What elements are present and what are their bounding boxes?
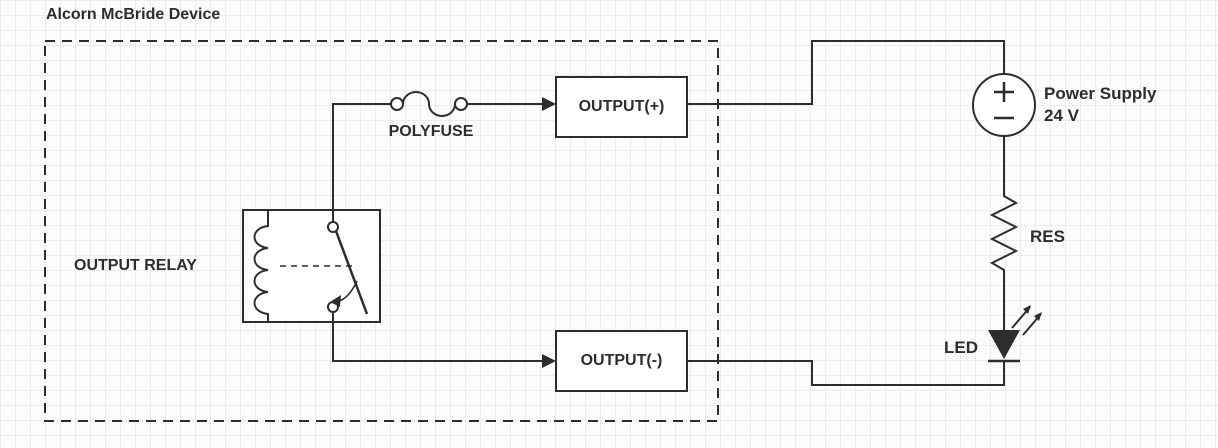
- wire-relay-to-polyfuse: [332, 103, 391, 222]
- relay-coil: [253, 210, 269, 322]
- output-relay-label: OUTPUT RELAY: [74, 257, 197, 274]
- relay-switch-swing-arrowhead: [330, 295, 341, 307]
- relay-switch-swing-arrow: [338, 280, 358, 302]
- wire-power-supply-resistor-led: [989, 136, 1019, 331]
- output-negative-box: [555, 330, 688, 392]
- resistor-label: RES: [1030, 227, 1065, 246]
- relay-box: [242, 209, 381, 323]
- relay-contact-top: [327, 221, 339, 233]
- power-supply-circle: [972, 73, 1036, 137]
- power-supply-plus-icon: [994, 82, 1014, 102]
- wire-output-positive-to-power-supply: [687, 40, 1005, 105]
- led-label: LED: [944, 338, 978, 357]
- polyfuse-wave: [402, 91, 456, 117]
- relay-switch-blade: [334, 230, 369, 315]
- device-title: Alcorn McBride Device: [46, 6, 221, 23]
- led-emission-arrowhead-1: [1023, 305, 1031, 314]
- output-negative-label: OUTPUT(-): [580, 352, 663, 369]
- polyfuse-terminal-left: [390, 97, 404, 111]
- led-triangle: [988, 330, 1020, 359]
- arrowhead-into-output-negative: [542, 354, 556, 368]
- output-positive-label: OUTPUT(+): [578, 98, 665, 115]
- power-supply-voltage: 24 V: [1044, 106, 1079, 125]
- output-positive-box: [555, 76, 688, 138]
- power-supply-label: Power Supply 24 V: [1044, 83, 1156, 127]
- wire-relay-to-output-negative: [332, 312, 545, 362]
- polyfuse-terminal-right: [454, 97, 468, 111]
- wire-led-to-output-negative: [688, 360, 1005, 386]
- power-supply-name: Power Supply: [1044, 84, 1157, 103]
- arrowhead-into-output-positive: [542, 97, 556, 111]
- polyfuse-label: POLYFUSE: [388, 123, 474, 140]
- led-emission-arrowhead-2: [1034, 312, 1042, 321]
